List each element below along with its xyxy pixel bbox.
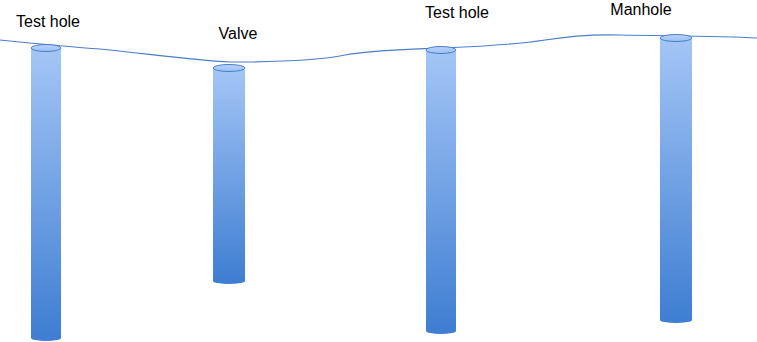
site-label: Valve: [219, 25, 258, 43]
site-label: Manhole: [610, 1, 671, 19]
site-label: Test hole: [16, 13, 80, 31]
manhole-cylinder: [660, 35, 692, 324]
ground-line: [0, 35, 757, 62]
test-hole-cylinder: [426, 47, 456, 335]
valve-cylinder: [213, 65, 245, 285]
site-label: Test hole: [425, 4, 489, 22]
test-hole-cylinder: [31, 45, 61, 342]
